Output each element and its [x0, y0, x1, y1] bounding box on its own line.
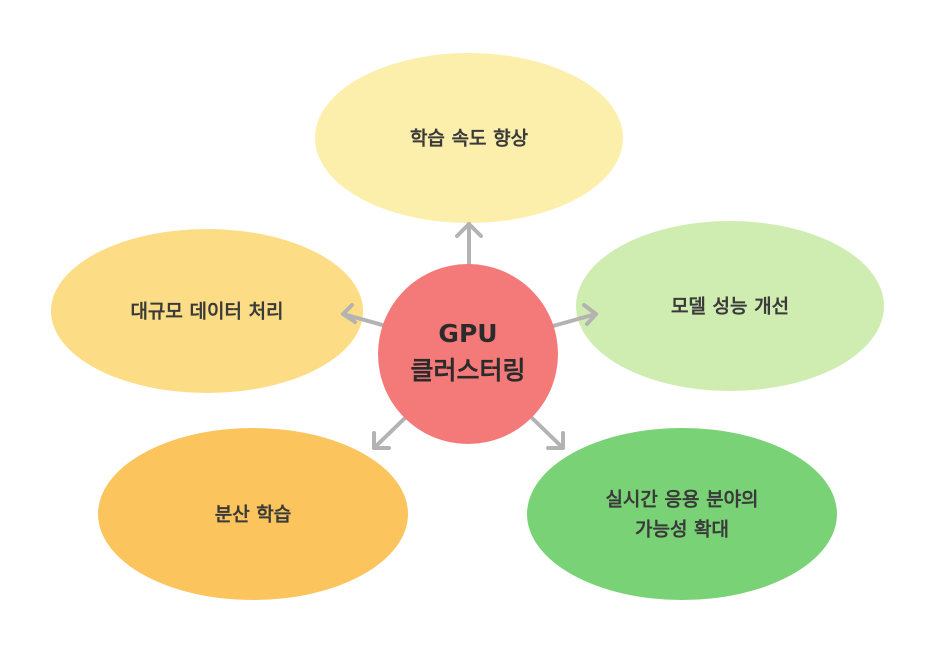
node-left: 대규모 데이터 처리 — [51, 229, 363, 393]
node-bottom-left: 분산 학습 — [98, 428, 408, 600]
center-node-label-line2: 클러스터링 — [410, 356, 525, 385]
center-node-label-line1: GPU — [438, 319, 497, 348]
node-top-ellipse — [315, 53, 623, 223]
node-left-label: 대규모 데이터 처리 — [130, 301, 283, 323]
node-right-ellipse — [576, 221, 884, 391]
node-top: 학습 속도 향상 — [315, 53, 623, 223]
arrow-down-left — [372, 416, 407, 450]
arrow-right — [551, 303, 598, 328]
node-bottom-right-label-line1: 실시간 응용 분야의 — [605, 489, 758, 511]
node-left-ellipse — [51, 229, 363, 393]
node-bottom-right-ellipse — [527, 428, 837, 600]
node-bottom-right-label-line2: 가능성 확대 — [635, 518, 729, 541]
arrow-up — [455, 222, 483, 266]
node-right-label: 모델 성능 개선 — [671, 296, 789, 318]
arrow-left — [341, 303, 388, 328]
node-bottom-left-ellipse — [98, 428, 408, 600]
arrow-down-right — [530, 416, 565, 450]
node-bottom-left-label: 분산 학습 — [215, 504, 292, 526]
node-top-label: 학습 속도 향상 — [410, 128, 529, 150]
center-node-circle — [378, 264, 558, 444]
node-right: 모델 성능 개선 — [576, 221, 884, 391]
center-node: GPU 클러스터링 — [378, 264, 558, 444]
node-bottom-right: 실시간 응용 분야의 가능성 확대 — [527, 428, 837, 600]
